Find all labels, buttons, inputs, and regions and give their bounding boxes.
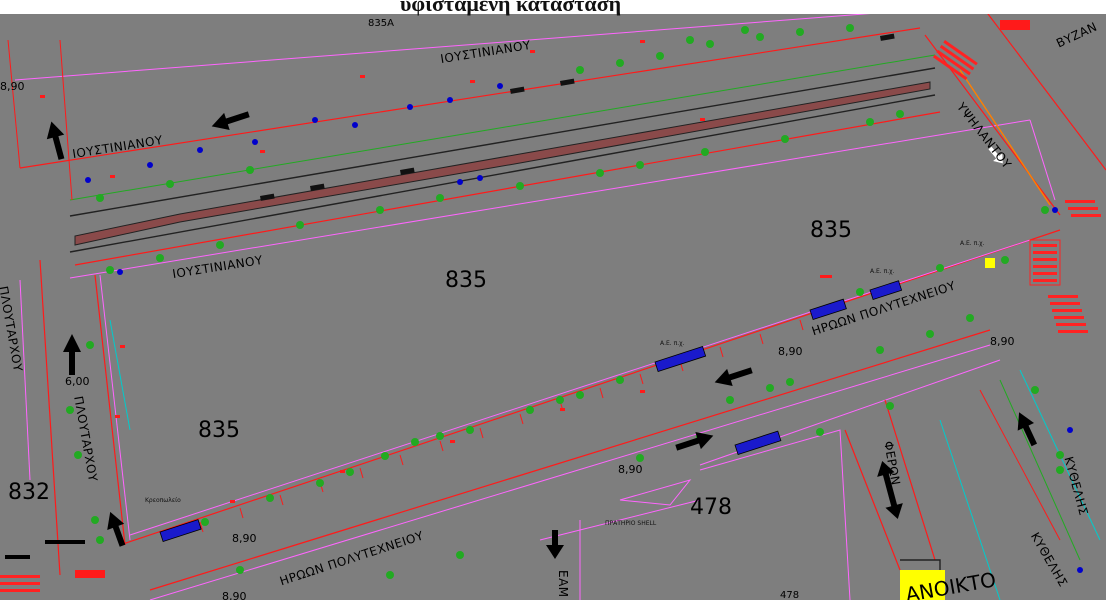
width-polytexneiou-2: 8,90 [990, 335, 1015, 348]
kreopoleio-label: Κρεοπωλείο [145, 497, 181, 504]
block-478: 478 [690, 495, 732, 520]
traffic-arrows [5, 111, 1038, 559]
yellow-plot [900, 570, 945, 600]
block-835a: 835Α [368, 18, 394, 29]
width-top-left: 8,90 [0, 80, 25, 93]
block-478-small: 478 [780, 590, 800, 600]
yellow-marker [985, 258, 995, 268]
ae-label-1: Α.Ε. π.χ. [660, 340, 685, 347]
bus-stops [159, 280, 903, 543]
pratirio-label: ΠΡΑΤΗΡΙΟ SHELL [605, 520, 657, 527]
crosswalks [0, 40, 1101, 592]
feron-road [539, 369, 1101, 600]
traffic-signs [85, 83, 1083, 573]
width-polytexneiou-4: 8,90 [232, 532, 257, 545]
width-ploutarxou: 6,00 [65, 375, 90, 388]
width-polytexneiou-1: 8,90 [778, 345, 803, 358]
block-832: 832 [8, 480, 50, 505]
width-polytexneiou-3: 8,90 [618, 463, 643, 476]
red-markers [40, 20, 1030, 578]
polytexneiou-road [119, 229, 1061, 600]
block-835-right: 835 [810, 218, 852, 243]
ioustinianou-road [14, 9, 1031, 279]
ploutarxou-road [7, 39, 131, 576]
street-eam: ΕΑΜ [556, 570, 570, 598]
trees [66, 24, 1064, 579]
ae-label-3: Α.Ε. π.χ. [960, 240, 985, 247]
map-title: υφιστάμενη κατάσταση [400, 0, 622, 16]
map-title-bar: υφιστάμενη κατάσταση [0, 0, 1106, 16]
white-arrow-icon [988, 146, 1003, 164]
block-835-mid: 835 [445, 268, 487, 293]
width-polytexneiou-5: 8,90 [222, 590, 247, 600]
block-835-left: 835 [198, 418, 240, 443]
ae-label-2: Α.Ε. π.χ. [870, 268, 895, 275]
